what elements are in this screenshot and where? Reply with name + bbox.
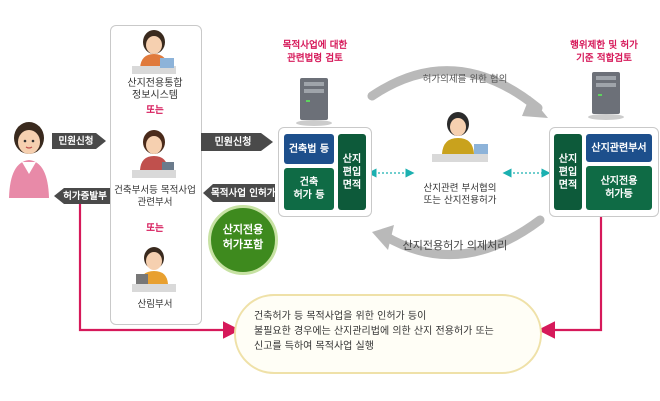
- building-law-box: 건축법 등: [284, 134, 334, 164]
- forest-permit-box: 산지전용 허가등: [586, 166, 652, 210]
- deemed-arc-arrow: [380, 215, 545, 260]
- bottom-note: 건축허가 등 목적사업을 위한 인허가 등이 불필요한 경우에는 산지관리법에 …: [254, 311, 494, 352]
- apply-arrow: 민원신청: [52, 131, 108, 151]
- server-icon-right: [584, 70, 628, 120]
- business-permit-arrow: 목적사업 인허가: [201, 182, 276, 204]
- center-person-label: 산지관련 부서협의 또는 산지전용허가: [423, 183, 497, 206]
- bottom-note-oval: [234, 294, 542, 374]
- right-header: 행위제한 및 허가 기준 적합검토: [570, 40, 638, 64]
- or-label-2: 또는: [146, 223, 164, 234]
- dept-officer-icon: [128, 128, 180, 180]
- forest-conversion-label: 산지전용 허가포함: [222, 223, 264, 251]
- consult-label: 허가의제를 위한 협의: [422, 74, 508, 85]
- forest-dept-box: 산지관련부서: [586, 134, 652, 162]
- dept-label: 건축부서등 목적사업 관련부서: [114, 185, 196, 208]
- apply-label: 민원신청: [58, 136, 94, 147]
- server-icon-left: [292, 76, 336, 126]
- deemed-label: 산지전용허가 의제처리: [402, 239, 508, 252]
- permit-issue-arrow: 허가증발부: [52, 186, 110, 206]
- applicant-person-icon: [4, 118, 54, 198]
- center-officer-icon: [428, 108, 492, 166]
- pink-route-right: [537, 215, 603, 339]
- forest-conversion-circle: [208, 205, 278, 275]
- forest-officer-icon: [128, 244, 180, 294]
- forest-area-box-right: 산지 편입 면적: [554, 134, 582, 210]
- system-operator-icon: [128, 28, 180, 76]
- permit-issue-label: 허가증발부: [63, 191, 107, 202]
- pink-route-left: [78, 200, 241, 339]
- forest-area-box-review: 산지 편입 면적: [338, 134, 366, 210]
- apply-arrow-2: 민원신청: [201, 131, 275, 153]
- forest-label: 산림부서: [137, 299, 173, 310]
- system-label: 산지전용통합 정보시스템: [127, 78, 183, 101]
- review-header: 목적사업에 대한 관련법령 검토: [282, 40, 348, 64]
- consult-arc-arrow: [367, 66, 543, 113]
- business-permit-label: 목적사업 인허가: [211, 188, 276, 199]
- building-permit-box: 건축 허가 등: [284, 168, 334, 210]
- or-label-1: 또는: [146, 105, 164, 116]
- apply-label-2: 민원신청: [214, 137, 252, 148]
